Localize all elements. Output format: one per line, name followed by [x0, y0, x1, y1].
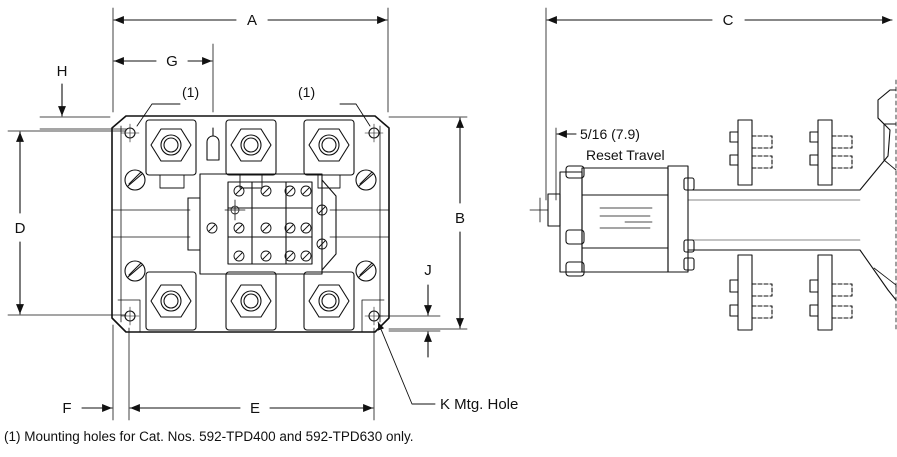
relay-terminal-screws	[206, 185, 328, 262]
side-view: C 5/16 (7.9) Reset Travel	[529, 7, 897, 331]
mounting-screw-lower-right-icon	[355, 260, 377, 282]
terminal-housing-top-right	[303, 119, 355, 176]
contact-assembly-lower-1-icon	[729, 254, 773, 331]
dim-E-label: E	[250, 400, 260, 417]
callout-hole-right-label: (1)	[298, 84, 315, 100]
dim-F-label: F	[62, 400, 71, 417]
callout-mtg-hole-label: K Mtg. Hole	[440, 396, 518, 413]
dim-H-label: H	[57, 63, 68, 80]
footnote: (1) Mounting holes for Cat. Nos. 592-TPD…	[4, 429, 414, 444]
terminal-housing-bottom-center	[225, 271, 277, 331]
dim-A-label: A	[247, 12, 257, 29]
front-view: A G H D B J E F (1) (1) K Mtg. Hole	[7, 7, 518, 421]
dim-B-label: B	[455, 210, 465, 227]
contactor-body-side	[687, 79, 897, 331]
hex-nut-bottom-left-icon	[150, 284, 192, 318]
hex-nut-top-right-icon	[308, 128, 350, 162]
hex-nut-bottom-right-icon	[308, 284, 350, 318]
mounting-screw-lower-left-icon	[124, 260, 146, 282]
reset-travel-label: Reset Travel	[586, 147, 665, 163]
contact-assembly-lower-2-icon	[809, 254, 853, 331]
hex-nut-top-left-icon	[150, 128, 192, 162]
dim-C-label: C	[723, 12, 734, 29]
callout-leader-left	[136, 103, 181, 127]
terminal-housing-top-left	[145, 119, 197, 176]
hex-nut-bottom-center-icon	[230, 284, 272, 318]
base-plate-outline	[111, 115, 390, 333]
keyhole-slot-icon	[206, 135, 220, 161]
contact-assembly-upper-2-icon	[809, 119, 853, 186]
overload-relay-block	[187, 173, 337, 275]
reset-travel-dim-label: 5/16 (7.9)	[580, 126, 640, 142]
contact-assembly-upper-1-icon	[729, 119, 773, 186]
dim-G-label: G	[166, 53, 178, 70]
mounting-screw-upper-left-icon	[124, 169, 146, 191]
terminal-housing-top-center	[225, 119, 277, 176]
callout-hole-left-label: (1)	[182, 84, 199, 100]
dim-J-label: J	[424, 262, 432, 279]
terminal-housing-bottom-left	[145, 271, 197, 331]
hex-nut-top-center-icon	[230, 128, 272, 162]
callout-leader-mtg-hole	[377, 321, 436, 405]
callout-leader-right	[339, 103, 371, 127]
relay-body-side	[559, 165, 695, 277]
mounting-screw-upper-right-icon	[355, 169, 377, 191]
terminal-housing-bottom-right	[303, 271, 355, 331]
dim-D-label: D	[15, 220, 26, 237]
reset-button-icon	[529, 193, 561, 227]
